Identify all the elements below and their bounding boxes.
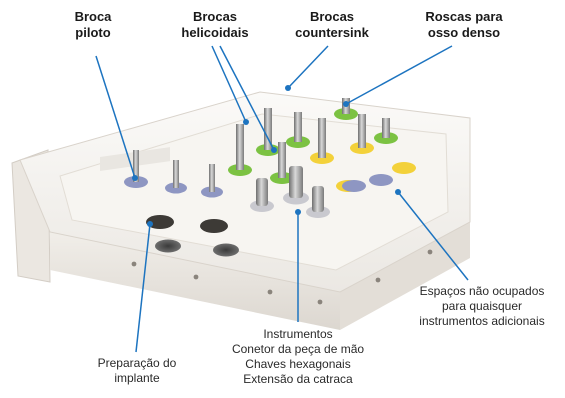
label-preparacao-line2: implante <box>114 371 160 385</box>
tray <box>11 91 471 330</box>
label-roscas-line1: Roscas para <box>425 9 503 24</box>
instrument-holders <box>250 166 330 218</box>
label-broca-piloto-line1: Broca <box>74 9 112 24</box>
label-broca-piloto-line2: piloto <box>75 25 111 41</box>
label-brocas-helicoidais: Brocas helicoidais <box>170 9 260 42</box>
leader-helicoidais-2 <box>219 45 275 151</box>
label-preparacao-implante: Preparação do implante <box>84 356 190 386</box>
label-roscas-line2: osso denso <box>427 25 501 41</box>
label-brocas-countersink-line2: countersink <box>295 25 369 41</box>
label-preparacao-line1: Preparação do <box>97 356 177 370</box>
label-brocas-helicoidais-line1: Brocas <box>192 9 238 24</box>
label-brocas-countersink: Brocas countersink <box>284 9 380 42</box>
empty-holders <box>342 174 393 192</box>
label-espacos-nao-ocupados: Espaços não ocupados para quaisquer inst… <box>404 284 560 329</box>
label-instrumentos-line1: Instrumentos <box>263 327 333 341</box>
label-espacos-line3: instrumentos adicionais <box>419 314 545 328</box>
leader-helicoidais-1 <box>211 45 247 123</box>
label-broca-piloto: Broca piloto <box>58 9 128 42</box>
leader-lines <box>95 45 469 353</box>
leader-espacos <box>397 191 469 281</box>
label-brocas-helicoidais-line2: helicoidais <box>181 25 249 41</box>
label-instrumentos-line2: Conetor da peça de mão <box>231 342 365 356</box>
leader-countersink <box>287 45 329 89</box>
pilot-drill-holders <box>124 150 223 198</box>
leader-broca-piloto <box>95 55 136 179</box>
label-brocas-countersink-line1: Brocas <box>309 9 355 24</box>
implant-preparation-area <box>146 215 239 257</box>
leader-preparacao <box>135 223 151 353</box>
label-espacos-line1: Espaços não ocupados <box>419 284 545 298</box>
leader-roscas <box>345 45 453 105</box>
label-instrumentos: Instrumentos Conetor da peça de mão Chav… <box>222 327 374 387</box>
label-roscas-osso-denso: Roscas para osso denso <box>414 9 514 42</box>
label-instrumentos-line4: Extensão da catraca <box>243 372 353 386</box>
label-espacos-line2: para quaisquer <box>441 299 523 313</box>
label-instrumentos-line3: Chaves hexagonais <box>245 357 351 371</box>
